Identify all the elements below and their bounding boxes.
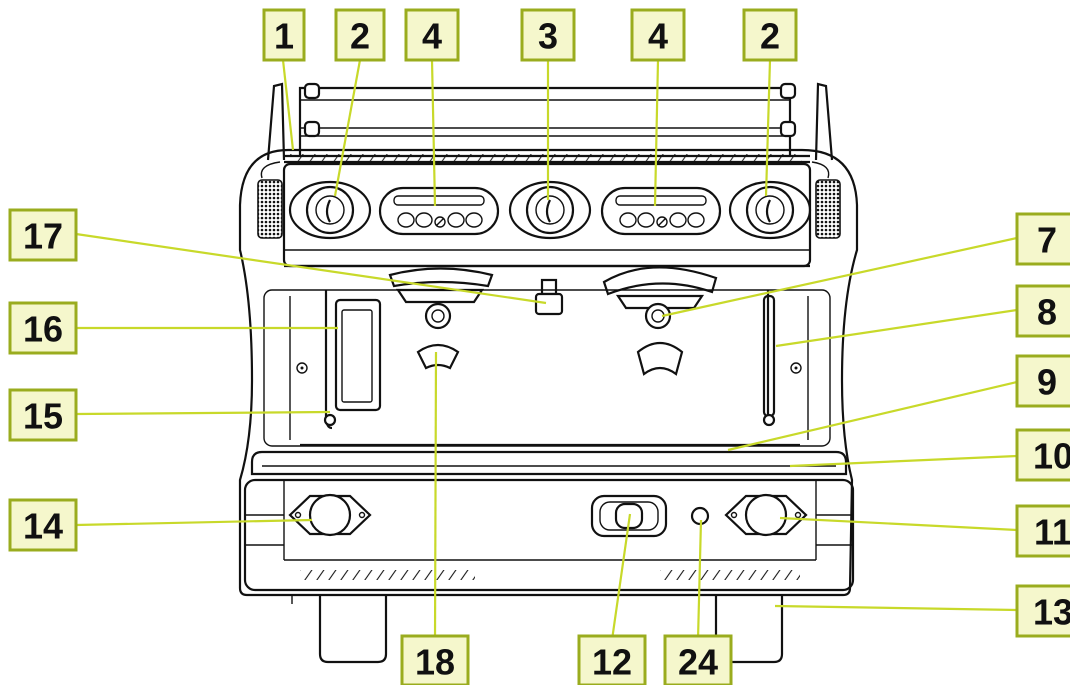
callout-16-text: 16 [23, 309, 63, 350]
callout-3: 3 [520, 8, 576, 62]
lower-body [243, 478, 855, 592]
callout-13-text: 13 [1033, 592, 1070, 633]
portafilter-left [416, 302, 460, 370]
leader-18 [433, 351, 438, 641]
group-head-left [388, 267, 494, 304]
callout-18: 18 [400, 634, 470, 685]
callout-16: 16 [8, 301, 78, 355]
callout-17-text: 17 [23, 216, 63, 257]
leader-4b [653, 59, 660, 207]
callout-24: 24 [663, 634, 733, 685]
callout-11: 11 [1015, 504, 1070, 558]
callout-18-text: 18 [415, 642, 455, 683]
callout-13: 13 [1015, 584, 1070, 638]
keypad-right [600, 186, 722, 236]
callout-2-left-text: 2 [350, 16, 370, 57]
cup-light [534, 278, 564, 316]
cup-rail [266, 82, 834, 161]
callout-7: 7 [1015, 212, 1070, 266]
callout-14-text: 14 [23, 506, 63, 547]
steam-knob-right [728, 180, 812, 240]
leader-11 [779, 516, 1018, 532]
callout-24-text: 24 [678, 642, 718, 683]
callout-1-text: 1 [274, 16, 294, 57]
callout-7-text: 7 [1037, 220, 1057, 261]
callout-9-text: 9 [1037, 362, 1057, 403]
callout-9: 9 [1015, 354, 1070, 408]
callout-4-left-text: 4 [422, 16, 442, 57]
callout-4-right-text: 4 [648, 16, 668, 57]
callout-10-text: 10 [1033, 436, 1070, 477]
callout-2-right: 2 [742, 8, 798, 62]
leader-7 [661, 236, 1018, 318]
drip-tray [250, 450, 848, 476]
leader-9 [727, 380, 1018, 452]
leader-14 [75, 518, 313, 527]
leader-12 [610, 513, 632, 641]
steam-wand-right [762, 290, 776, 427]
group-head-right [602, 266, 718, 310]
leader-10 [789, 454, 1018, 468]
callout-15: 15 [8, 388, 78, 442]
leader-13 [774, 604, 1018, 612]
leader-4a [430, 59, 437, 207]
vents-right [660, 570, 800, 580]
callout-4-right: 4 [630, 8, 686, 62]
leader-8 [775, 308, 1018, 348]
callout-17: 17 [8, 208, 78, 262]
callout-14: 14 [8, 498, 78, 552]
vents-left [300, 570, 475, 580]
hot-water-knob [508, 180, 592, 240]
body-shell [238, 148, 859, 597]
steam-knob-left [288, 180, 372, 240]
right-grille [815, 179, 841, 239]
portafilter-right [636, 302, 684, 376]
foot-left [318, 595, 388, 664]
pump-gauge [724, 493, 808, 537]
leader-2a [333, 59, 362, 197]
keypad-left [378, 186, 500, 236]
steam-wand-left [323, 290, 382, 430]
callout-2-right-text: 2 [760, 16, 780, 57]
callout-15-text: 15 [23, 396, 63, 437]
left-grille [257, 179, 283, 239]
callout-3-text: 3 [538, 16, 558, 57]
callout-labels: 1 2 4 3 4 2 17 7 [8, 8, 1070, 685]
leader-lines [75, 59, 1018, 641]
leader-1 [281, 59, 295, 151]
callout-8-text: 8 [1037, 292, 1057, 333]
callout-1: 1 [262, 8, 306, 62]
callout-12: 12 [577, 634, 647, 685]
callout-10: 10 [1015, 428, 1070, 482]
callout-8: 8 [1015, 284, 1070, 338]
callout-2-left: 2 [334, 8, 386, 62]
boiler-gauge [288, 493, 372, 537]
callout-12-text: 12 [592, 642, 632, 683]
leader-2b [764, 59, 772, 197]
callout-11-text: 11 [1034, 512, 1070, 553]
leader-24 [696, 519, 703, 641]
callout-4-left: 4 [404, 8, 460, 62]
leader-17 [75, 232, 547, 305]
leader-15 [75, 410, 331, 416]
